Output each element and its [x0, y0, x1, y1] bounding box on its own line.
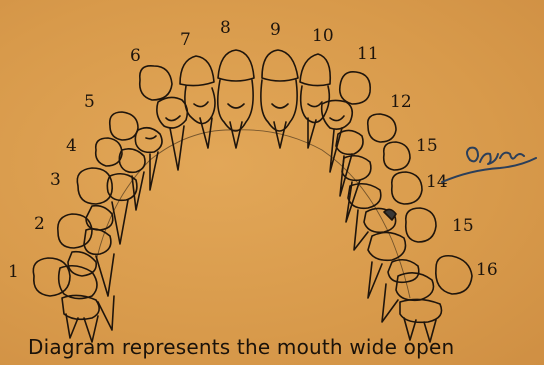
label-tooth-3: 3 [50, 170, 61, 190]
label-tooth-12: 12 [390, 92, 412, 112]
label-tooth-1: 1 [8, 262, 19, 282]
label-tooth-11: 11 [357, 44, 379, 64]
label-tooth-2: 2 [34, 214, 45, 234]
tooth-15 [368, 208, 436, 298]
label-tooth-5: 5 [84, 92, 95, 112]
label-tooth-7: 7 [180, 30, 191, 50]
label-tooth-15-upper: 15 [416, 136, 438, 156]
label-tooth-16: 16 [476, 260, 498, 280]
label-tooth-8: 8 [220, 18, 231, 38]
label-tooth-4: 4 [66, 136, 77, 156]
diagram-caption: Diagram represents the mouth wide open [28, 335, 454, 359]
label-tooth-6: 6 [130, 46, 141, 66]
tooth-10 [300, 54, 330, 148]
tooth-8 [218, 50, 254, 148]
label-tooth-10: 10 [312, 26, 334, 46]
tooth-2 [58, 214, 114, 296]
tooth-1 [33, 258, 114, 342]
label-tooth-15-lower: 15 [452, 216, 474, 236]
label-tooth-9: 9 [270, 20, 281, 40]
handwritten-signature [440, 140, 540, 190]
tooth-16 [382, 256, 472, 342]
